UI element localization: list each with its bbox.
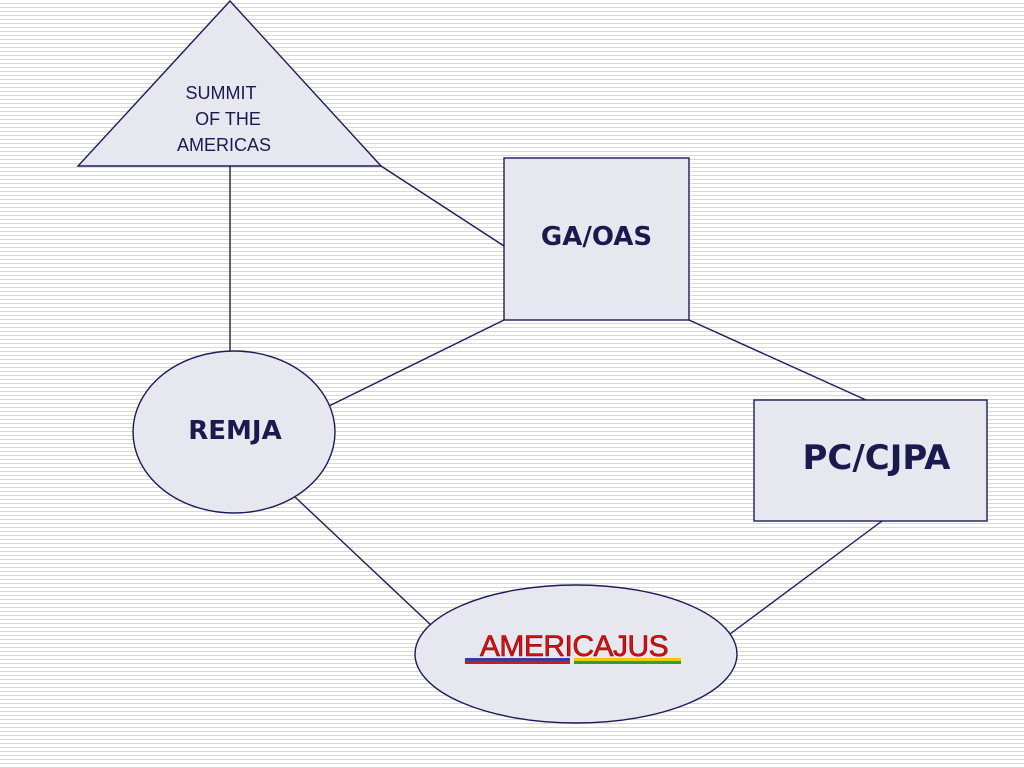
remja-label: REMJA: [188, 416, 282, 446]
edge-gaoas-remja: [328, 319, 505, 407]
edge-summit-gaoas: [380, 165, 505, 247]
gaoas-box: [503, 157, 690, 321]
americajus-logo: AMERICAJUS: [460, 630, 688, 670]
logo-stripe-blue: [465, 658, 570, 661]
logo-stripe-green: [574, 661, 681, 664]
summit-triangle: [76, 0, 383, 167]
americajus-logo-text: AMERICAJUS: [479, 630, 669, 664]
summit-label-line-2: OF THE: [195, 109, 261, 129]
edge-pccjpa-americajus: [729, 520, 883, 635]
logo-stripe-yellow: [574, 658, 681, 661]
summit-label-line-3: AMERICAS: [176, 135, 272, 155]
logo-stripe-red: [465, 661, 570, 664]
remja-ellipse: [132, 350, 336, 514]
pccjpa-box: [753, 399, 988, 522]
pccjpa-label: PC/CJPA: [802, 438, 951, 478]
edge-gaoas-pccjpa: [688, 319, 867, 401]
gaoas-label: GA/OAS: [540, 222, 653, 252]
edge-remja-americajus: [294, 496, 433, 627]
americajus-ellipse: [414, 584, 738, 724]
summit-label-line-1: SUMMIT: [185, 83, 257, 103]
summit-label: SUMMIT OF THE AMERICAS: [150, 80, 300, 158]
